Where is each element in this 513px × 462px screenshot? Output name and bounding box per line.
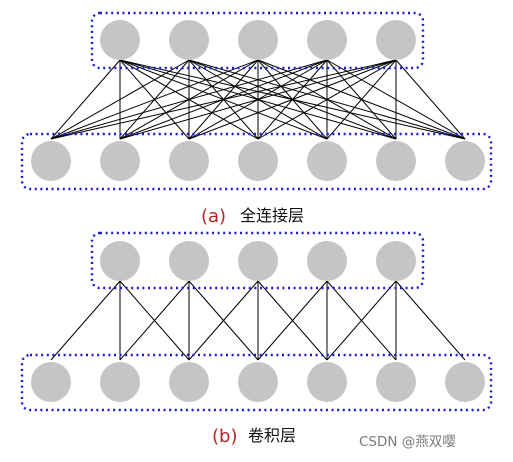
convolutional-diagram: (b) 卷积层 bbox=[20, 231, 493, 447]
edge-a-t4-b6 bbox=[395, 59, 466, 140]
top-layer-node-b-2 bbox=[238, 241, 278, 281]
bottom-layer-node-b-0 bbox=[31, 362, 71, 402]
bottom-layer-node-b-1 bbox=[100, 362, 140, 402]
edge-b-t1-b1 bbox=[119, 280, 190, 361]
bottom-layer-node-a-4 bbox=[307, 141, 347, 181]
fully-connected-diagram: (a) 全连接层 bbox=[20, 11, 493, 227]
bottom-layer-node-b-6 bbox=[445, 362, 485, 402]
top-layer-node-a-1 bbox=[169, 20, 209, 60]
edge-b-t0-b0 bbox=[50, 280, 121, 361]
edge-b-t2-b2 bbox=[188, 280, 259, 361]
caption-letter-a: (a) bbox=[201, 206, 226, 227]
bottom-layer-node-a-2 bbox=[169, 141, 209, 181]
bottom-layer-node-a-6 bbox=[445, 141, 485, 181]
convolutional-edges bbox=[50, 280, 466, 361]
top-layer-nodes-a bbox=[100, 20, 416, 60]
edge-a-t4-b3 bbox=[257, 59, 397, 140]
edge-a-t4-b2 bbox=[188, 59, 397, 140]
edge-b-t3-b3 bbox=[257, 280, 328, 361]
edge-a-t3-b0 bbox=[50, 59, 328, 140]
top-layer-node-b-4 bbox=[376, 241, 416, 281]
bottom-layer-node-a-0 bbox=[31, 141, 71, 181]
top-layer-box-b bbox=[90, 231, 425, 290]
bottom-layer-node-b-2 bbox=[169, 362, 209, 402]
edge-a-t2-b0 bbox=[50, 59, 259, 140]
edge-a-t4-b0 bbox=[50, 59, 397, 140]
bottom-layer-node-a-3 bbox=[238, 141, 278, 181]
bottom-layer-node-a-1 bbox=[100, 141, 140, 181]
fully-connected-edges bbox=[50, 59, 466, 140]
bottom-layer-nodes-a bbox=[31, 141, 485, 181]
edge-b-t4-b6 bbox=[395, 280, 466, 361]
top-layer-nodes-b bbox=[100, 241, 416, 281]
top-layer-node-b-0 bbox=[100, 241, 140, 281]
top-layer-node-b-1 bbox=[169, 241, 209, 281]
top-layer-box-a bbox=[90, 11, 425, 70]
caption-text-b: 卷积层 bbox=[248, 426, 296, 445]
edge-a-t4-b1 bbox=[119, 59, 397, 140]
top-layer-node-a-4 bbox=[376, 20, 416, 60]
bottom-layer-nodes-b bbox=[31, 362, 485, 402]
bottom-layer-node-b-5 bbox=[376, 362, 416, 402]
edge-a-t0-b0 bbox=[50, 59, 121, 140]
caption-text-a: 全连接层 bbox=[240, 206, 304, 225]
edge-a-t4-b4 bbox=[326, 59, 397, 140]
caption-letter-b: (b) bbox=[212, 426, 237, 447]
edge-a-t1-b0 bbox=[50, 59, 190, 140]
top-layer-node-b-3 bbox=[307, 241, 347, 281]
edge-b-t4-b4 bbox=[326, 280, 397, 361]
top-layer-node-a-3 bbox=[307, 20, 347, 60]
top-layer-node-a-0 bbox=[100, 20, 140, 60]
bottom-layer-node-b-3 bbox=[238, 362, 278, 402]
bottom-layer-node-b-4 bbox=[307, 362, 347, 402]
watermark: CSDN @燕双嘤 bbox=[359, 434, 456, 450]
top-layer-node-a-2 bbox=[238, 20, 278, 60]
bottom-layer-node-a-5 bbox=[376, 141, 416, 181]
